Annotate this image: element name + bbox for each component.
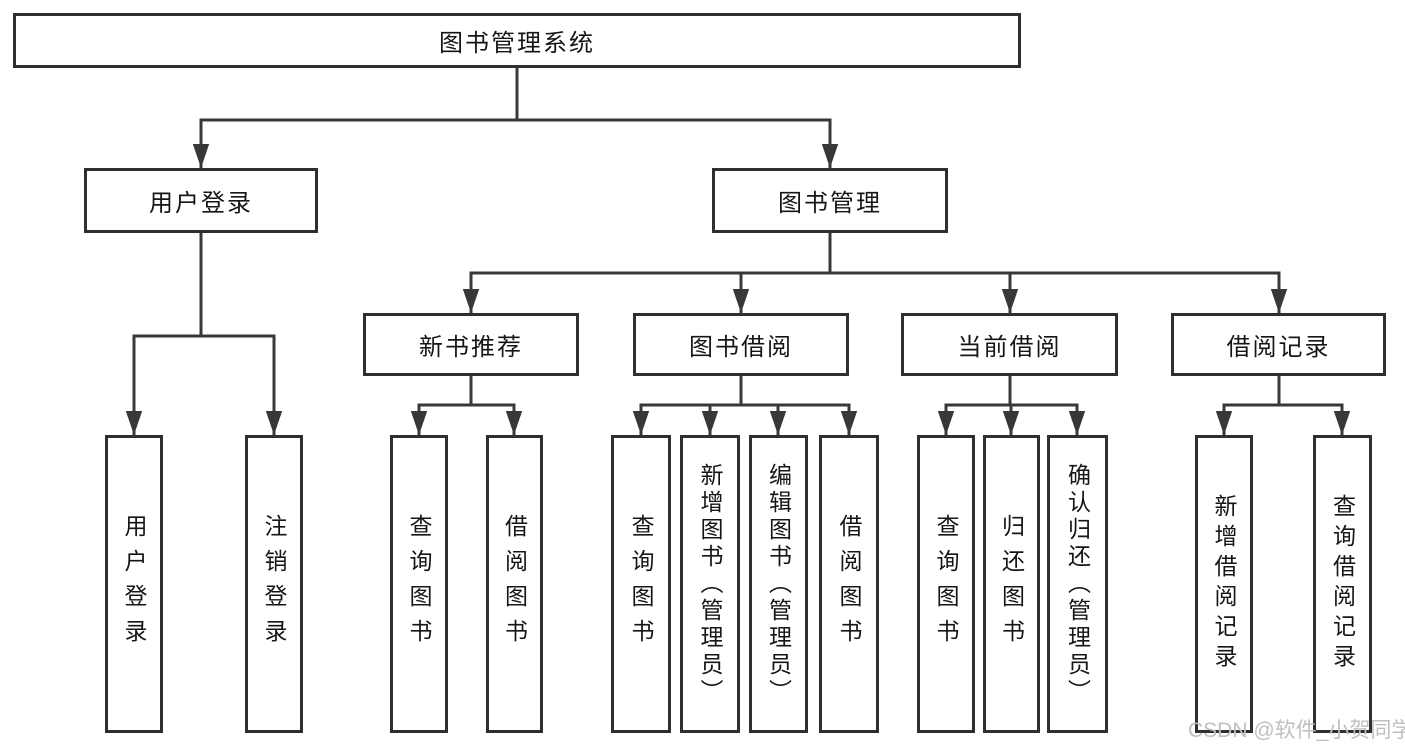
node-label: 用户登录 bbox=[121, 514, 147, 654]
node-label: 借阅记录 bbox=[1226, 334, 1331, 361]
node-label: 借阅图书 bbox=[501, 514, 528, 654]
node-book-management: 图书管理 bbox=[712, 168, 948, 233]
node-new-book-recommend: 新书推荐 bbox=[363, 313, 579, 376]
leaf-confirm-return-admin: 确认归还（管理员） bbox=[1047, 435, 1108, 733]
leaf-borrow-books-2: 借阅图书 bbox=[819, 435, 879, 733]
leaf-query-books-3: 查询图书 bbox=[917, 435, 975, 733]
node-label: 用户登录 bbox=[149, 190, 253, 217]
node-label: 新书推荐 bbox=[419, 334, 523, 361]
node-label: 图书管理系统 bbox=[439, 30, 595, 57]
node-borrow-record: 借阅记录 bbox=[1171, 313, 1386, 376]
leaf-return-books: 归还图书 bbox=[983, 435, 1040, 733]
leaf-logout: 注销登录 bbox=[245, 435, 303, 733]
node-label: 新增借阅记录 bbox=[1211, 494, 1237, 674]
node-label: 查询借阅记录 bbox=[1329, 494, 1356, 674]
node-label: 归还图书 bbox=[998, 514, 1025, 654]
node-label: 查询图书 bbox=[628, 514, 654, 654]
leaf-borrow-books-1: 借阅图书 bbox=[486, 435, 543, 733]
node-library-system: 图书管理系统 bbox=[13, 13, 1021, 68]
node-current-borrow: 当前借阅 bbox=[901, 313, 1118, 376]
node-label: 当前借阅 bbox=[957, 334, 1062, 361]
node-label: 查询图书 bbox=[933, 514, 959, 654]
node-label: 图书管理 bbox=[778, 190, 882, 217]
leaf-user-login: 用户登录 bbox=[105, 435, 163, 733]
leaf-query-books-2: 查询图书 bbox=[611, 435, 671, 733]
leaf-query-borrow-record: 查询借阅记录 bbox=[1313, 435, 1372, 733]
leaf-query-books-1: 查询图书 bbox=[390, 435, 448, 733]
node-label: 新增图书（管理员） bbox=[697, 462, 723, 706]
node-label: 注销登录 bbox=[261, 514, 287, 654]
node-label: 编辑图书（管理员） bbox=[765, 462, 792, 706]
node-user-login: 用户登录 bbox=[84, 168, 318, 233]
leaf-edit-books-admin: 编辑图书（管理员） bbox=[749, 435, 808, 733]
leaf-add-borrow-record: 新增借阅记录 bbox=[1195, 435, 1253, 733]
node-label: 确认归还（管理员） bbox=[1064, 462, 1091, 706]
node-label: 借阅图书 bbox=[836, 514, 862, 654]
leaf-add-books-admin: 新增图书（管理员） bbox=[680, 435, 740, 733]
node-label: 查询图书 bbox=[406, 514, 432, 654]
node-label: 图书借阅 bbox=[689, 334, 793, 361]
node-book-borrow: 图书借阅 bbox=[633, 313, 849, 376]
